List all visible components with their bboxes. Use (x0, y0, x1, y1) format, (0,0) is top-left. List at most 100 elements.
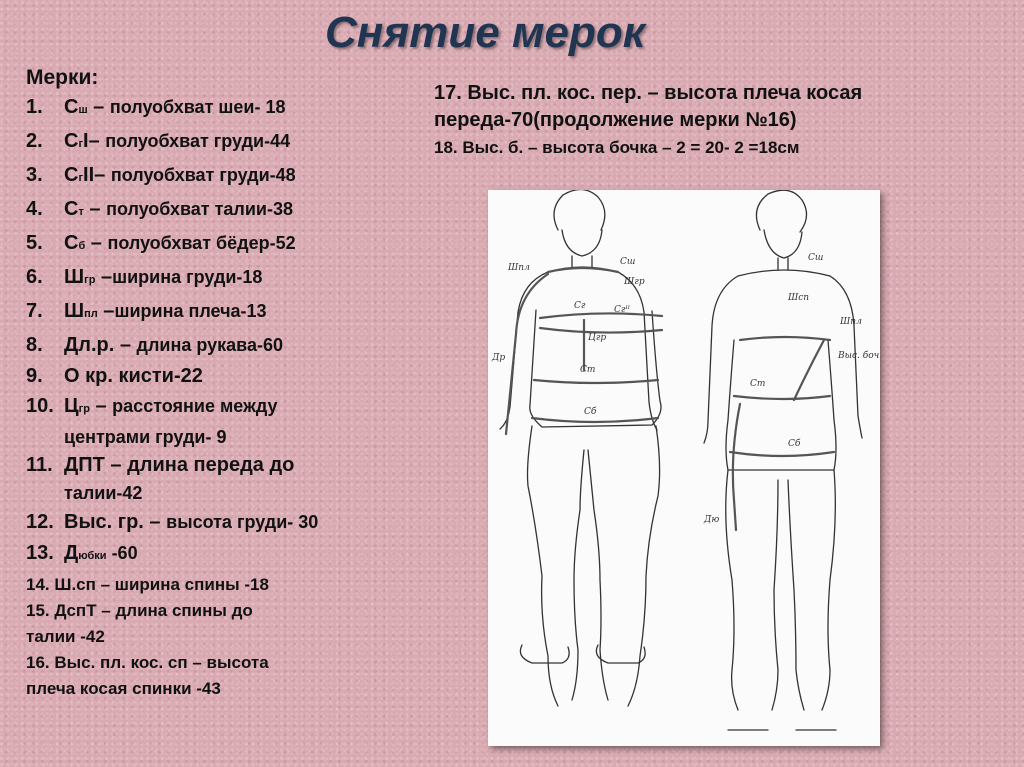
measure-number: 3. (26, 164, 43, 186)
measure-sub: г (78, 172, 84, 184)
measure-sub: пл (84, 308, 98, 320)
label-back-hips: Сб (788, 438, 801, 449)
label-front-chest-width: Шгр (623, 277, 645, 287)
measure-item: 3. СгII– полуобхват груди-48 (26, 160, 416, 194)
back-figure (703, 190, 863, 731)
label-front-hips: Сб (584, 406, 597, 417)
measure-desc: длина рукава-60 (136, 335, 283, 355)
measure-sub: б (78, 240, 86, 252)
measure-sep: – (88, 130, 106, 152)
label-front-chest1: Сг (574, 301, 586, 311)
measure-text: СгI– полуобхват груди-44 (64, 126, 416, 160)
measure-desc: ширина груди-18 (112, 267, 263, 287)
measure-desc: полуобхват груди-44 (105, 131, 291, 151)
measure-sub: гр (84, 274, 96, 286)
measure-sep: – (94, 164, 111, 186)
measure-number: 12. (26, 511, 54, 533)
measure-sep: – (114, 334, 137, 356)
measure-sym: С (64, 164, 79, 186)
measure-text: Ст – полуобхват талии-38 (64, 194, 416, 228)
measure-item-small: 16. Выс. пл. кос. сп – высота (26, 653, 269, 672)
label-back-skirt: Дю (703, 515, 719, 525)
measure-desc: ширина плеча-13 (114, 301, 267, 321)
measure-sub: ш (78, 104, 88, 116)
measure-17-cont: переда-70(продолжение мерки №16) (434, 109, 797, 131)
measure-item-small: 15. ДспТ – длина спины до (26, 601, 253, 620)
extra-measures: 17. Выс. пл. кос. пер. – высота плеча ко… (434, 80, 1014, 162)
measure-sym: Ш (64, 300, 85, 322)
measure-sym2: I (83, 130, 89, 152)
measure-sep: – (87, 96, 110, 118)
measure-sym: Д (64, 542, 79, 564)
measure-sym: Ш (64, 266, 85, 288)
measure-number: 7. (26, 300, 43, 322)
measure-sub: т (78, 206, 84, 218)
measure-desc: полуобхват груди-48 (110, 165, 296, 185)
measure-sep: – (85, 232, 108, 254)
measure-item: 7. Шпл –ширина плеча-13 (26, 296, 416, 330)
measure-sym: С (64, 198, 79, 220)
measure-desc: высота груди- 30 (166, 512, 319, 532)
measure-sym: О кр. кисти-22 (64, 365, 203, 387)
measure-sub: г (78, 138, 84, 150)
measure-line2: центрами груди- 9 (64, 427, 227, 447)
measure-17: 17. Выс. пл. кос. пер. – высота плеча ко… (434, 82, 863, 104)
measure-item: 2.СгI– полуобхват груди-44 (26, 126, 416, 160)
measure-text: Сш – полуобхват шеи- 18 (64, 92, 416, 126)
measure-number: 4. (26, 198, 43, 220)
measure-number: 9. (26, 365, 43, 387)
measure-sym: С (64, 130, 79, 152)
measure-sep: – (83, 198, 107, 220)
measure-item-small: плеча косая спинки -43 (26, 679, 221, 698)
measure-sep: – (97, 300, 115, 322)
measures-heading: Мерки: (26, 66, 99, 89)
measure-sym2: II (83, 164, 95, 186)
measure-item: 13. Дюбки -60 (26, 538, 416, 572)
measure-desc: полуобхват шеи- 18 (109, 97, 286, 117)
label-front-center: Цгр (588, 333, 606, 343)
label-front-waist: Ст (580, 365, 595, 375)
label-back-side: Выс. бочка (837, 350, 880, 361)
measure-number: 6. (26, 266, 43, 288)
label-back-shoulder: Шпл (839, 317, 862, 327)
measure-sym: Ц (64, 395, 79, 417)
measure-desc: полуобхват талии-38 (106, 199, 294, 219)
label-back-waist: Ст (750, 379, 765, 389)
label-front-length: Др (491, 353, 505, 363)
measure-18: 18. Выс. б. – высота бочка – 2 = 20- 2 =… (434, 138, 800, 157)
measure-text: Дл.р. – длина рукава-60 (64, 330, 416, 361)
measure-item-small: 14. Ш.сп – ширина спины -18 (26, 575, 269, 594)
measure-item: 12. Выс. гр. – высота груди- 30 (26, 507, 416, 538)
measure-item-small: талии -42 (26, 627, 105, 646)
measure-sub: гр (78, 403, 90, 415)
measure-item: 5.Сб – полуобхват бёдер-52 (26, 228, 416, 262)
label-front-neck: Сш (620, 257, 635, 267)
front-figure (499, 190, 662, 707)
measure-sym: ДПТ – длина переда до (64, 454, 295, 476)
measure-sym: Выс. гр. (64, 511, 144, 533)
measure-sym: С (64, 232, 79, 254)
measure-number: 11. (26, 454, 53, 476)
page-title: Снятие мерок (324, 8, 646, 57)
measure-sym: С (64, 96, 79, 118)
measure-sep: – (95, 266, 113, 288)
figure-svg: Шпл Шгр Сш Сг Сгᴵᴵ Цгр Ст Сб Др Сш Шпл В… (491, 190, 880, 731)
measure-number: 1. (26, 96, 43, 118)
measure-number: 10. (26, 395, 54, 417)
measure-number: 8. (26, 334, 43, 356)
measure-item: 6. Шгр –ширина груди-18 (26, 262, 416, 296)
measure-sym: Дл.р. (64, 334, 115, 356)
measure-item: 1. Сш – полуобхват шеи- 18 (26, 92, 416, 126)
measure-text: Шпл –ширина плеча-13 (64, 296, 416, 330)
label-front-shoulder: Шпл (507, 263, 530, 273)
measure-item: 8. Дл.р. – длина рукава-60 (26, 330, 416, 361)
measure-sep: – (89, 395, 113, 417)
measure-text: Выс. гр. – высота груди- 30 (64, 507, 416, 538)
label-front-chest2: Сгᴵᴵ (614, 305, 631, 315)
label-back-neck: Сш (808, 253, 823, 263)
measure-text: Сб – полуобхват бёдер-52 (64, 228, 416, 262)
